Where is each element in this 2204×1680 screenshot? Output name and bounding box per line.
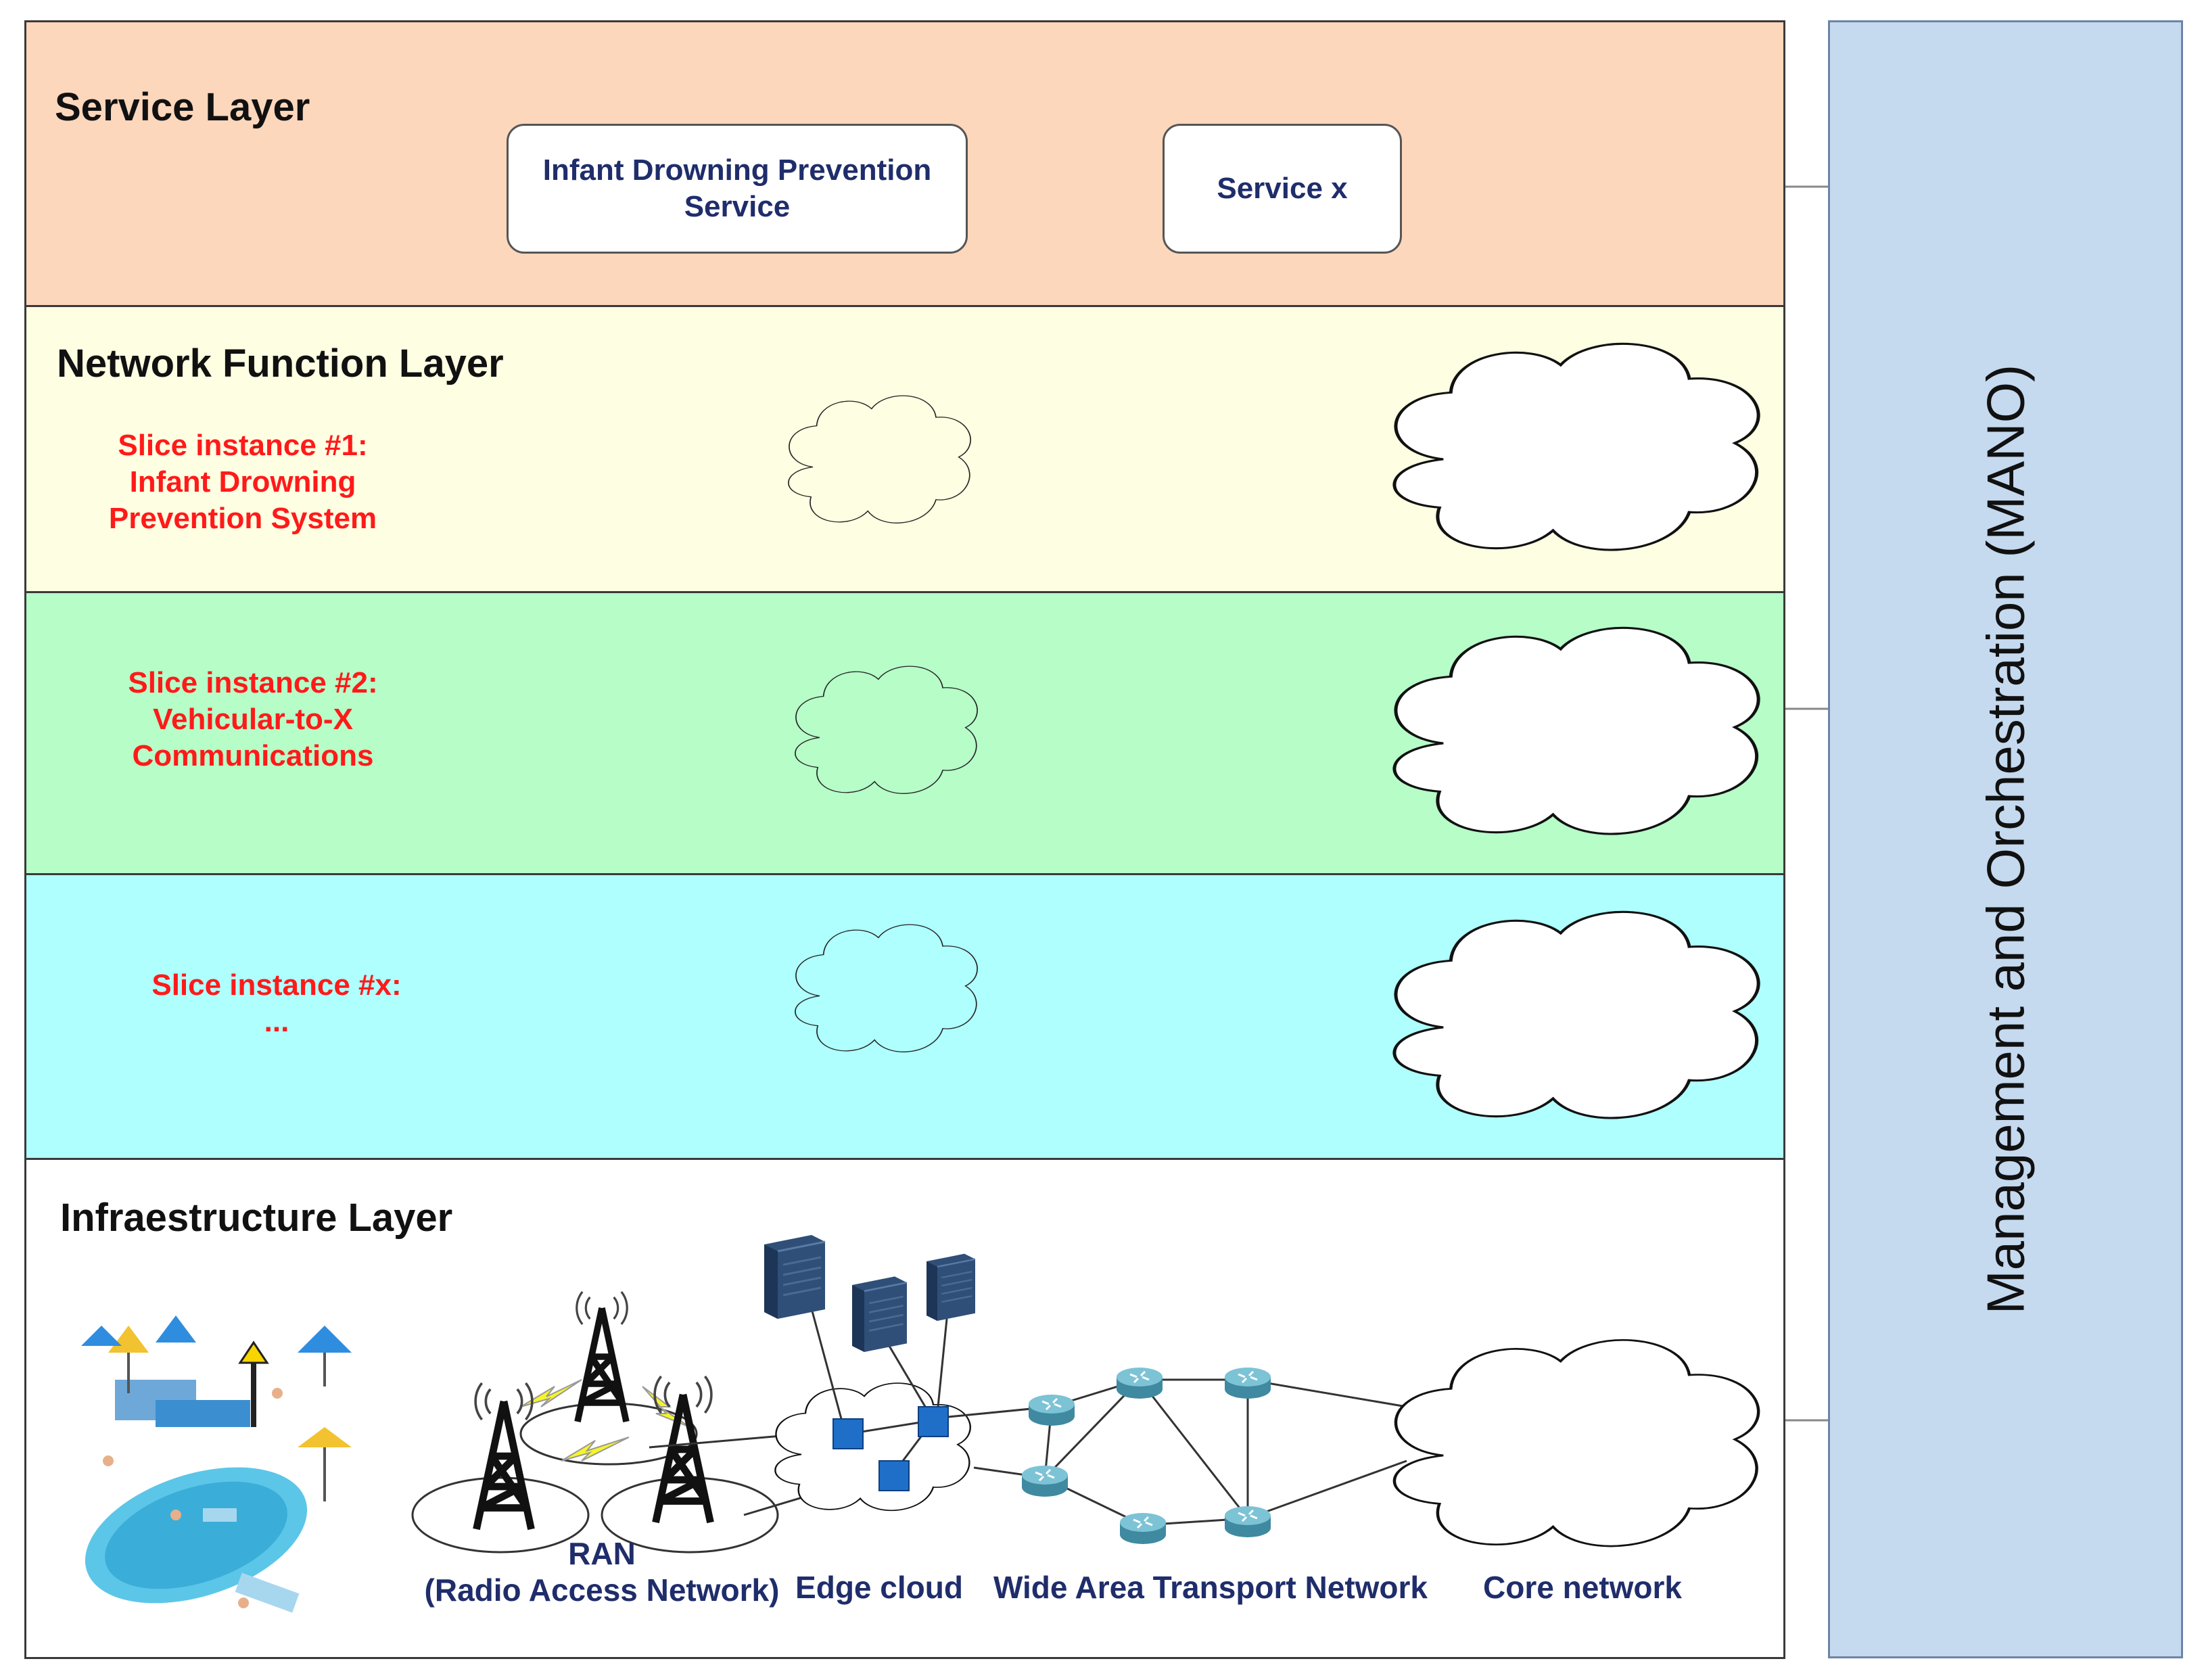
- service-layer: Service Layer Infant Drowning Prevention…: [24, 20, 1785, 307]
- ran-tower-3: [655, 1376, 711, 1522]
- pool-scene-illustration: [81, 1315, 352, 1613]
- network-function-layer-title: Network Function Layer: [57, 342, 504, 386]
- slice-instance-x-label: Slice instance #x: ...: [151, 969, 402, 1038]
- wan-router-1: [1027, 1393, 1076, 1427]
- wan-router-3: [1115, 1366, 1164, 1400]
- ran-label: RAN (Radio Access Network): [424, 1536, 780, 1608]
- wan-router-2: [1021, 1464, 1069, 1498]
- wan-router-5: [1223, 1366, 1272, 1400]
- mano-panel: Management and Orchestration (MANO): [1828, 20, 2183, 1658]
- service-box-service-x[interactable]: Service x: [1163, 124, 1402, 254]
- edge-server-1: [763, 1234, 826, 1320]
- edge-switch-3: [878, 1460, 910, 1491]
- wan-router-4: [1119, 1512, 1167, 1545]
- infrastructure-layer-title: Infraestructure Layer: [60, 1196, 453, 1240]
- service-layer-title: Service Layer: [55, 85, 310, 129]
- edge-cloud-infra: [775, 1383, 970, 1510]
- slice-instance-1-label: Slice instance #1: Infant Drowning Preve…: [108, 429, 377, 535]
- core-cloud-infra: [1394, 1340, 1758, 1546]
- edge-server-3: [925, 1253, 977, 1322]
- ran-tower-2: [577, 1292, 627, 1422]
- core-network-label: Core network: [1483, 1570, 1682, 1605]
- service-box-label: Infant Drowning Prevention Service: [542, 154, 932, 223]
- edge-cloud-label: Edge cloud: [795, 1570, 963, 1605]
- service-box-infant-drowning[interactable]: Infant Drowning Prevention Service: [507, 124, 968, 254]
- edge-switch-1: [833, 1418, 864, 1449]
- edge-server-2: [851, 1276, 908, 1353]
- wan-label: Wide Area Transport Network: [993, 1570, 1428, 1605]
- edge-switch-2: [918, 1406, 949, 1437]
- service-box-label: Service x: [1217, 172, 1348, 205]
- slice-instance-2-label: Slice instance #2: Vehicular-to-X Commun…: [128, 666, 378, 772]
- wan-router-6: [1223, 1505, 1272, 1539]
